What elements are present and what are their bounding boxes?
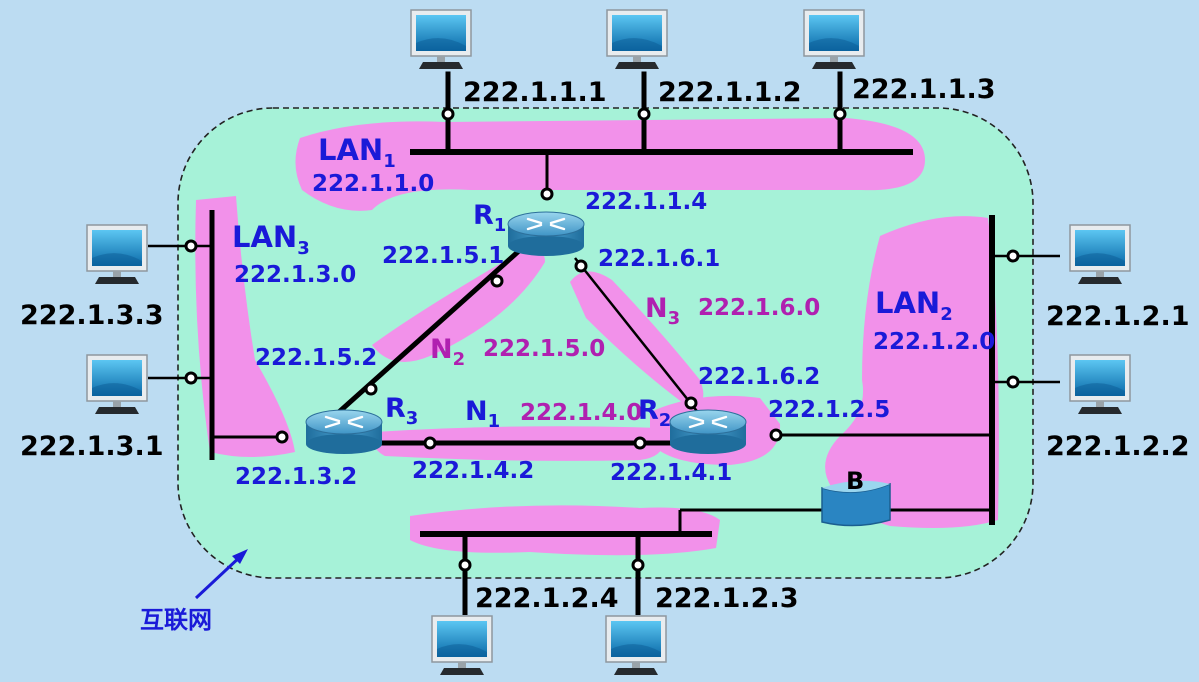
lan3-network: 222.1.3.0 [234, 262, 356, 288]
n1-network: 222.1.4.0 [520, 400, 642, 426]
link-n3 [574, 257, 701, 416]
lan1-label: LAN1 [318, 133, 396, 172]
router-r2-label: R2 [638, 395, 671, 431]
host-label-222-1-3-1: 222.1.3.1 [20, 431, 164, 462]
lan3-label: LAN3 [232, 220, 310, 259]
lan3-bus [148, 210, 280, 460]
iface-label-222-1-1-4: 222.1.1.4 [585, 189, 707, 215]
n2-label: N2 [430, 334, 465, 370]
host-label-222-1-2-2: 222.1.2.2 [1046, 431, 1190, 462]
pc-222-1-2-2-icon [1069, 354, 1131, 415]
bridge-label: B [846, 467, 864, 495]
bridge-icon [821, 480, 891, 527]
router-r3-label: R3 [385, 393, 418, 429]
pc-222-1-3-3-icon [86, 224, 148, 285]
n3-network: 222.1.6.0 [698, 295, 820, 321]
iface-label-222-1-3-2: 222.1.3.2 [235, 464, 357, 490]
iface-label-222-1-6-2: 222.1.6.2 [698, 364, 820, 390]
host-label-222-1-1-1: 222.1.1.1 [463, 77, 607, 108]
lan1-network: 222.1.1.0 [312, 171, 434, 197]
pc-222-1-3-1-icon [86, 354, 148, 415]
host-label-222-1-2-1: 222.1.2.1 [1046, 301, 1190, 332]
router-r1-icon [506, 210, 586, 258]
link-n2 [328, 248, 522, 422]
iface-label-222-1-6-1: 222.1.6.1 [598, 246, 720, 272]
lan2-network: 222.1.2.0 [873, 329, 995, 355]
internet-cloud [177, 107, 1034, 579]
pc-222-1-1-1-icon [410, 9, 472, 70]
n3-label: N3 [645, 293, 680, 329]
router-r2-icon [668, 408, 748, 456]
iface-label-222-1-5-2: 222.1.5.2 [255, 345, 377, 371]
iface-label-222-1-2-5: 222.1.2.5 [768, 397, 890, 423]
pc-222-1-1-3-icon [803, 9, 865, 70]
lan2-bottom-bus [420, 508, 822, 615]
n1-label: N1 [465, 396, 500, 432]
host-label-222-1-3-3: 222.1.3.3 [20, 300, 164, 331]
pc-222-1-2-4-icon [431, 615, 493, 676]
pc-222-1-1-2-icon [606, 9, 668, 70]
interface-dots [184, 107, 1020, 572]
cloud-pointer-arrow [194, 549, 248, 600]
n2-network: 222.1.5.0 [483, 336, 605, 362]
iface-label-222-1-4-2: 222.1.4.2 [412, 458, 534, 484]
router-r1-label: R1 [473, 200, 506, 236]
lan2-bus [775, 215, 1060, 525]
lan2-label: LAN2 [875, 286, 953, 325]
pink-regions [195, 118, 999, 556]
cloud-label: 互联网 [140, 606, 212, 634]
pc-222-1-2-1-icon [1069, 224, 1131, 285]
host-label-222-1-1-2: 222.1.1.2 [658, 77, 802, 108]
pc-222-1-2-3-icon [605, 615, 667, 676]
router-r3-icon [304, 408, 384, 456]
host-label-222-1-1-3: 222.1.1.3 [852, 74, 996, 105]
host-label-222-1-2-4: 222.1.2.4 [475, 583, 619, 614]
host-label-222-1-2-3: 222.1.2.3 [655, 583, 799, 614]
iface-label-222-1-4-1: 222.1.4.1 [610, 460, 732, 486]
iface-label-222-1-5-1: 222.1.5.1 [382, 243, 504, 269]
